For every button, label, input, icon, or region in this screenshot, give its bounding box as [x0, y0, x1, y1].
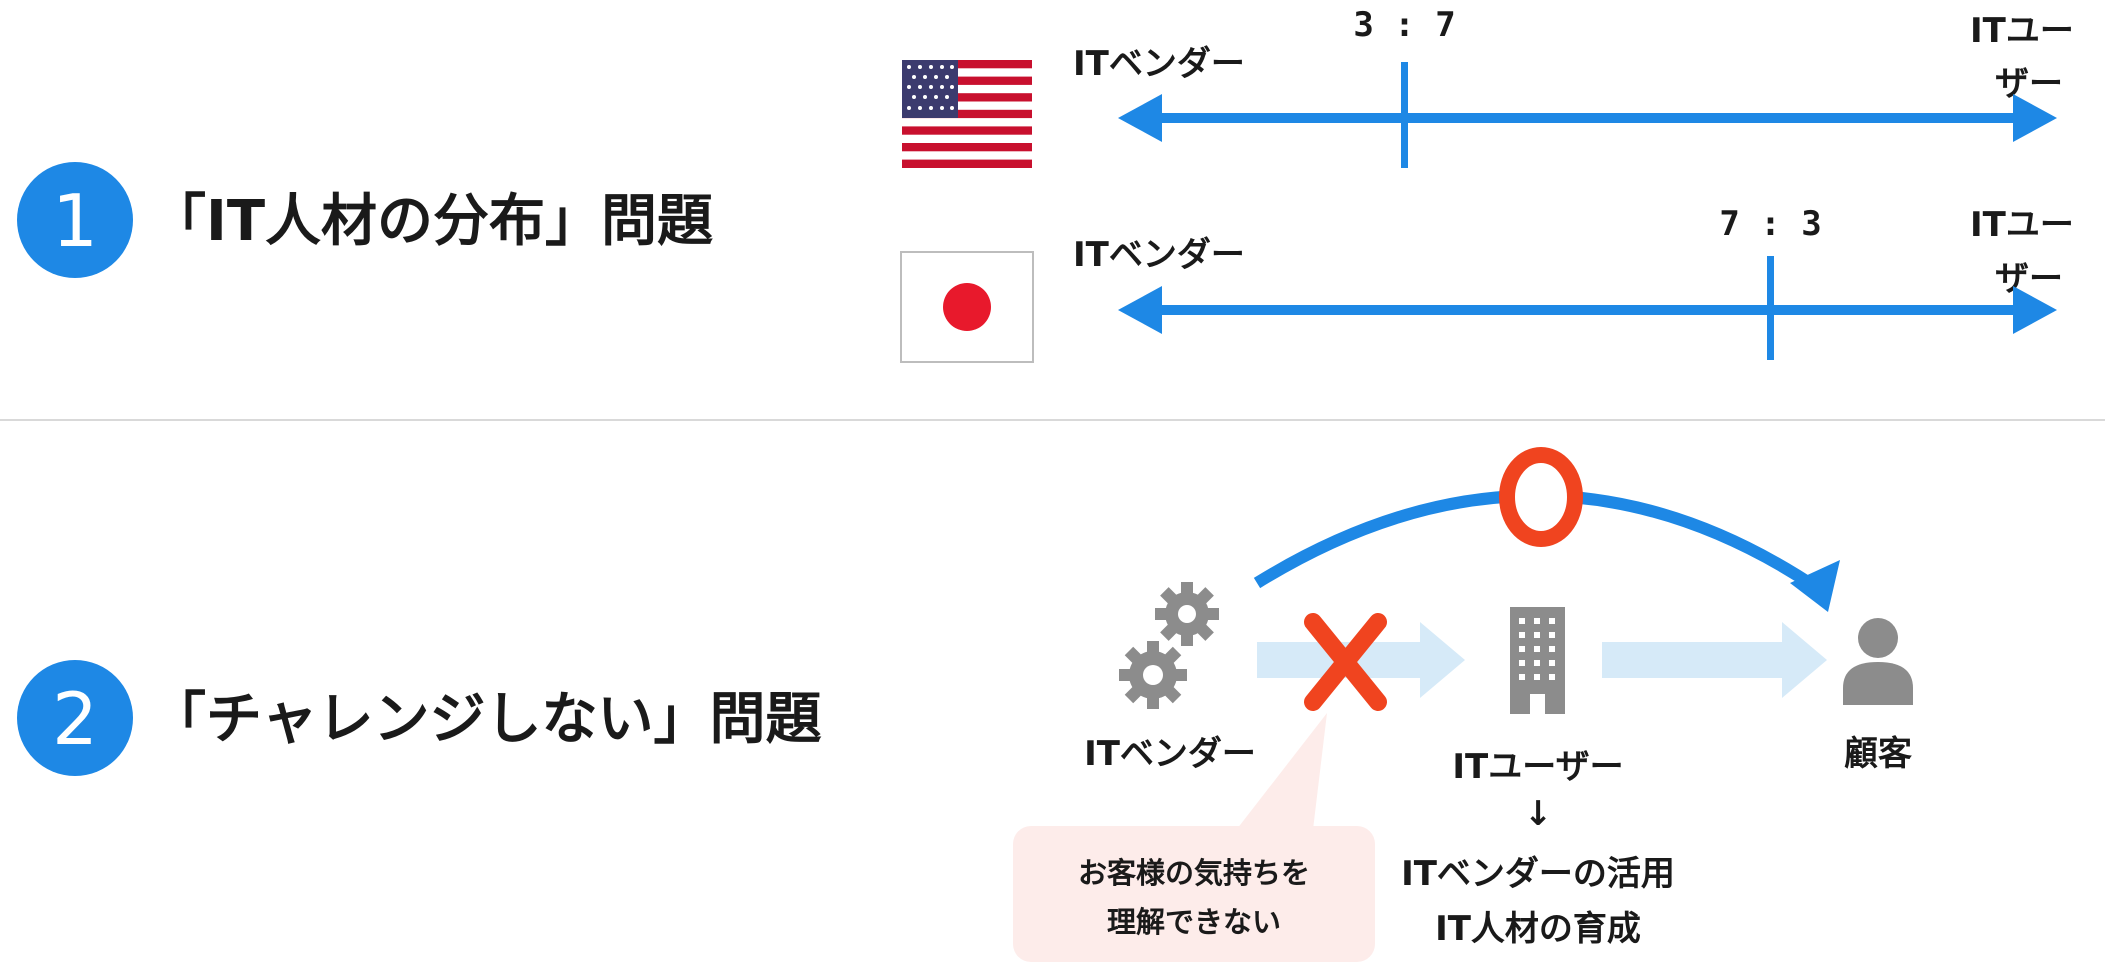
circle-mark-icon: [1499, 447, 1583, 547]
down-arrow: ↓: [1524, 794, 1553, 834]
japan-user-label-line1: ITユー: [1970, 205, 2074, 245]
section-2-number-badge: [17, 660, 133, 776]
section-1-number-badge: [17, 162, 133, 278]
us-vendor-label: ITベンダー: [1073, 44, 1245, 84]
us-row: ITベンダー ITユー ザー 3 : 7: [902, 5, 2074, 168]
section-2: 2 「チャレンジしない」問題: [17, 447, 1913, 962]
section-1-number: 1: [52, 179, 98, 263]
section-1: 1 「IT人材の分布」問題: [17, 5, 2074, 363]
section-2-title: 「チャレンジしない」問題: [150, 687, 821, 752]
speech-bubble: [1013, 713, 1375, 962]
us-user-label-line1: ITユー: [1970, 11, 2074, 51]
user-sub-line-2: IT人材の育成: [1435, 909, 1641, 949]
japan-flag-icon: [900, 251, 1034, 363]
user-sub-line-1: ITベンダーの活用: [1401, 854, 1675, 894]
customer-label: 顧客: [1844, 734, 1912, 774]
japan-left-arrowhead: [1118, 286, 1162, 334]
vendor-to-user-arrow: [1257, 622, 1465, 698]
japan-row: ITベンダー ITユー ザー 7 : 3: [900, 204, 2074, 363]
us-right-arrowhead: [2013, 94, 2057, 142]
section-2-number: 2: [52, 677, 98, 761]
arc-arrowhead: [1790, 560, 1840, 612]
us-ratio-label: 3 : 7: [1353, 5, 1455, 45]
section-1-title: 「IT人材の分布」問題: [150, 189, 713, 254]
vendor-label: ITベンダー: [1084, 734, 1256, 774]
bubble-text-line-1: お客様の気持ちを: [1078, 856, 1310, 890]
us-user-label-line2: ザー: [1995, 64, 2063, 104]
japan-right-arrowhead: [2013, 286, 2057, 334]
japan-vendor-label: ITベンダー: [1073, 235, 1245, 275]
user-to-customer-arrow: [1602, 622, 1827, 698]
person-icon: [1843, 618, 1913, 705]
us-left-arrowhead: [1118, 94, 1162, 142]
gears-icon: [1119, 582, 1219, 709]
user-label: ITユーザー: [1452, 747, 1623, 787]
bubble-text-line-2: 理解できない: [1107, 905, 1281, 939]
japan-ratio-label: 7 : 3: [1719, 204, 1821, 244]
us-flag-icon: [902, 60, 1032, 168]
cross-mark-icon: [1304, 613, 1387, 711]
building-icon: [1510, 607, 1565, 714]
japan-user-label-line2: ザー: [1995, 259, 2063, 299]
